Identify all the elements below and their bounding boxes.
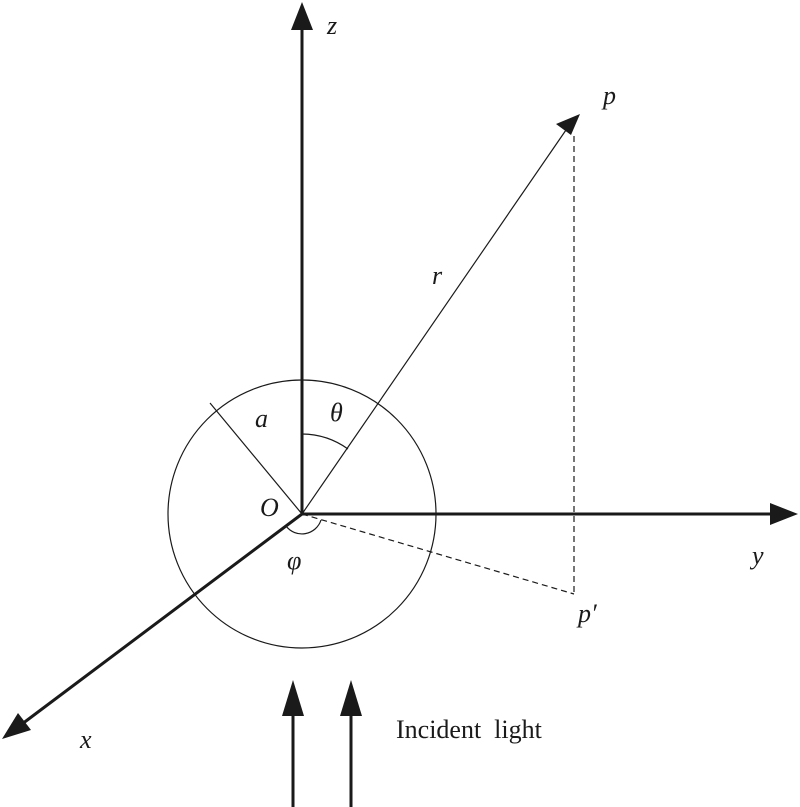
origin-to-projection-dashed-line: [301, 513, 575, 595]
z-axis-label: z: [326, 11, 337, 40]
x-axis-arrowhead: [2, 713, 31, 739]
point-p-label: p: [601, 81, 616, 110]
incident-light-arrow-2-head: [340, 680, 362, 716]
x-axis-line: [21, 512, 303, 726]
incident-light-label: Incident light: [396, 715, 543, 744]
distance-r-label: r: [432, 261, 443, 290]
projection-p-label: p′: [576, 599, 597, 628]
phi-angle-arc: [285, 519, 322, 535]
origin-label: O: [260, 493, 279, 522]
azimuth-angle-label: φ: [287, 546, 301, 575]
incident-light-arrow-1-head: [282, 680, 304, 716]
y-axis-arrowhead: [770, 503, 798, 525]
theta-angle-arc: [301, 433, 349, 450]
r-vector-line: [301, 129, 567, 515]
x-axis-label: x: [79, 725, 92, 754]
y-axis-label: y: [749, 541, 764, 570]
z-axis-arrowhead: [291, 2, 313, 30]
radius-a-label: a: [255, 404, 268, 433]
radius-a-line: [209, 402, 303, 515]
p-arrowhead: [556, 114, 580, 135]
polar-angle-label: θ: [330, 398, 343, 427]
